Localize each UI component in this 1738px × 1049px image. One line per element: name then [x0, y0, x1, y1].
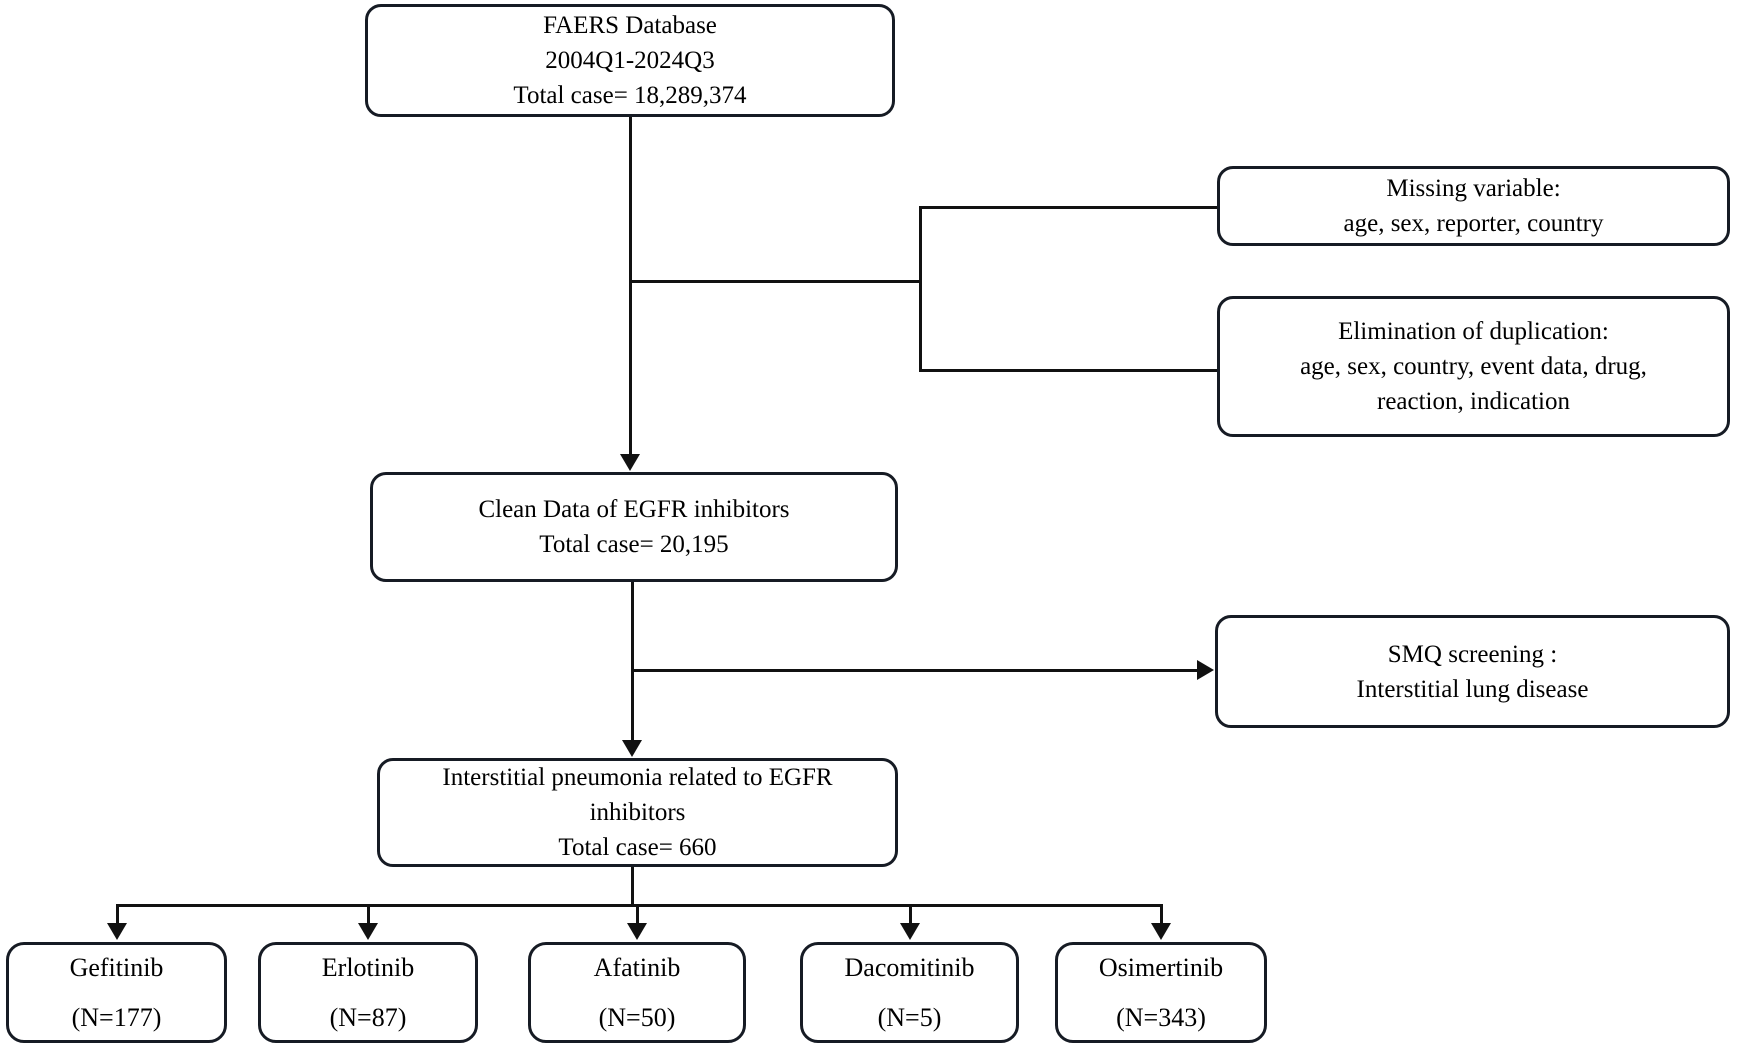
arrowhead-down-icon: [620, 454, 640, 471]
node-text-line: Clean Data of EGFR inhibitors: [478, 496, 790, 523]
drug-count: (N=5): [877, 1003, 942, 1032]
connector-exclusion-bracket: [919, 206, 922, 372]
node-text-line: reaction, indication: [1377, 388, 1570, 415]
node-drug-osimertinib: Osimertinib (N=343): [1055, 942, 1267, 1043]
node-faers-database: FAERS Database 2004Q1-2024Q3 Total case=…: [365, 4, 895, 117]
arrowhead-down-icon: [107, 923, 127, 940]
node-interstitial-pneumonia: Interstitial pneumonia related to EGFR i…: [377, 758, 898, 867]
node-text-line: Missing variable:: [1386, 175, 1561, 202]
drug-name: Gefitinib: [69, 953, 164, 982]
drug-count: (N=87): [329, 1003, 407, 1032]
drug-name: Afatinib: [593, 953, 681, 982]
arrowhead-down-icon: [1151, 923, 1171, 940]
node-text-line: Total case= 18,289,374: [513, 82, 747, 109]
node-drug-dacomitinib: Dacomitinib (N=5): [800, 942, 1019, 1043]
connector-clean-to-pneumonia: [631, 582, 634, 744]
node-text-line: age, sex, reporter, country: [1343, 210, 1604, 237]
node-clean-data: Clean Data of EGFR inhibitors Total case…: [370, 472, 898, 582]
connector-distribution-bar: [116, 904, 1163, 907]
drug-count: (N=343): [1116, 1003, 1206, 1032]
drug-count: (N=50): [598, 1003, 676, 1032]
connector-drop-dacomitinib: [909, 904, 912, 928]
connector-to-smq-screening: [631, 669, 1197, 672]
node-text-line: Total case= 20,195: [539, 531, 729, 558]
node-text-line: FAERS Database: [543, 12, 717, 39]
connector-faers-to-clean: [629, 117, 632, 457]
node-smq-screening: SMQ screening : Interstitial lung diseas…: [1215, 615, 1730, 728]
node-text-line: Interstitial pneumonia related to EGFR: [442, 764, 833, 791]
node-elimination-of-duplication: Elimination of duplication: age, sex, co…: [1217, 296, 1730, 437]
node-drug-gefitinib: Gefitinib (N=177): [6, 942, 227, 1043]
connector-drop-gefitinib: [116, 904, 119, 928]
node-drug-erlotinib: Erlotinib (N=87): [258, 942, 478, 1043]
node-text-line: SMQ screening :: [1387, 640, 1558, 668]
connector-drop-erlotinib: [367, 904, 370, 928]
node-text-line: age, sex, country, event data, drug,: [1300, 353, 1647, 380]
connector-to-missing-variable: [919, 206, 1217, 209]
node-text-line: inhibitors: [589, 799, 686, 826]
connector-to-elimination: [919, 369, 1217, 372]
node-text-line: Total case= 660: [558, 834, 717, 861]
arrowhead-down-icon: [627, 923, 647, 940]
connector-pneumonia-to-distribution: [631, 867, 634, 907]
drug-name: Dacomitinib: [844, 953, 975, 982]
node-missing-variable: Missing variable: age, sex, reporter, co…: [1217, 166, 1730, 246]
node-drug-afatinib: Afatinib (N=50): [528, 942, 746, 1043]
drug-name: Osimertinib: [1098, 953, 1224, 982]
arrowhead-down-icon: [900, 923, 920, 940]
arrowhead-right-icon: [1197, 660, 1214, 680]
drug-count: (N=177): [71, 1003, 162, 1032]
arrowhead-down-icon: [358, 923, 378, 940]
arrowhead-down-icon: [622, 740, 642, 757]
node-text-line: Interstitial lung disease: [1356, 675, 1589, 703]
connector-exclusion-feeder: [629, 280, 921, 283]
node-text-line: Elimination of duplication:: [1338, 318, 1609, 345]
connector-drop-afatinib: [636, 904, 639, 928]
connector-drop-osimertinib: [1160, 904, 1163, 928]
drug-name: Erlotinib: [321, 953, 415, 982]
node-text-line: 2004Q1-2024Q3: [545, 47, 715, 74]
